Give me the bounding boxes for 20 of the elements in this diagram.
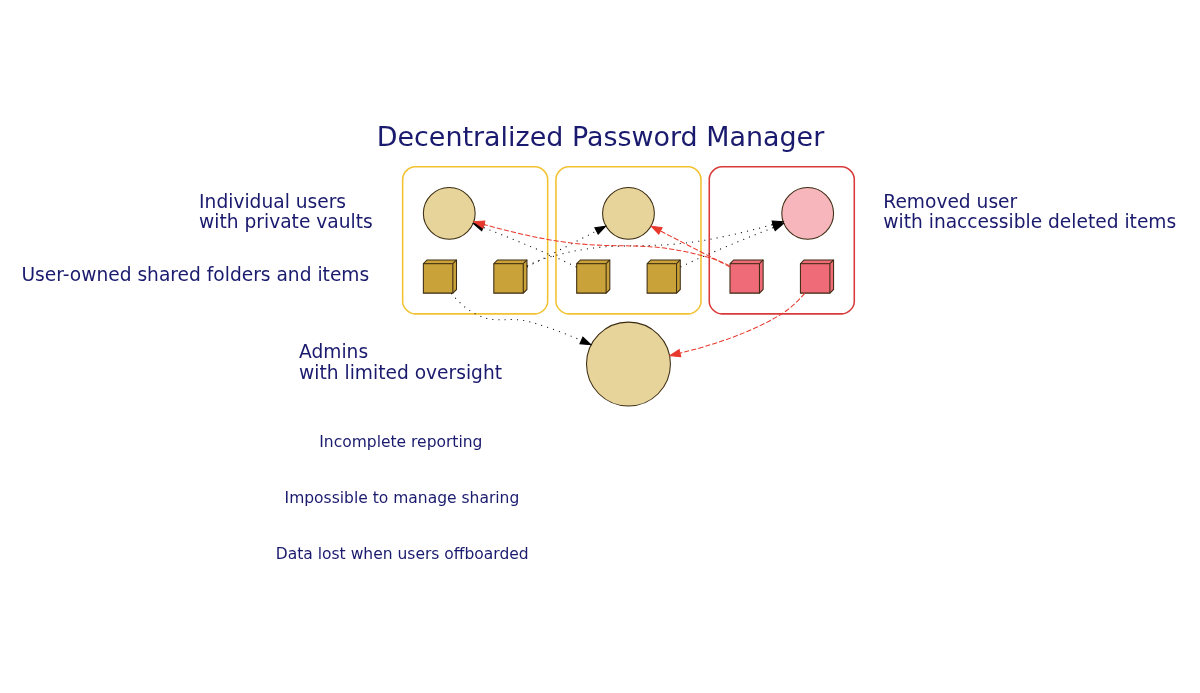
arrow [649,224,730,267]
node-person [422,186,476,240]
node-person [780,186,834,240]
node-person [601,186,655,240]
cluster [401,165,548,315]
arrow [525,224,607,267]
arrow [679,222,785,268]
label: Individual users with private vaults [198,190,373,232]
label: Removed user with inaccessible deleted items [882,190,1176,232]
label: Admins with limited oversight [298,340,502,383]
diagram-title: Decentralized Password Manager [376,120,824,152]
label: Impossible to manage sharing [284,488,519,507]
node-person [585,321,671,407]
arrow [450,292,592,345]
cluster [708,165,855,315]
label: User-owned shared folders and items [20,263,369,285]
label: Data lost when users offboarded [275,544,529,563]
arrow [667,292,805,357]
label: Incomplete reporting [318,432,482,451]
cluster [554,165,702,315]
